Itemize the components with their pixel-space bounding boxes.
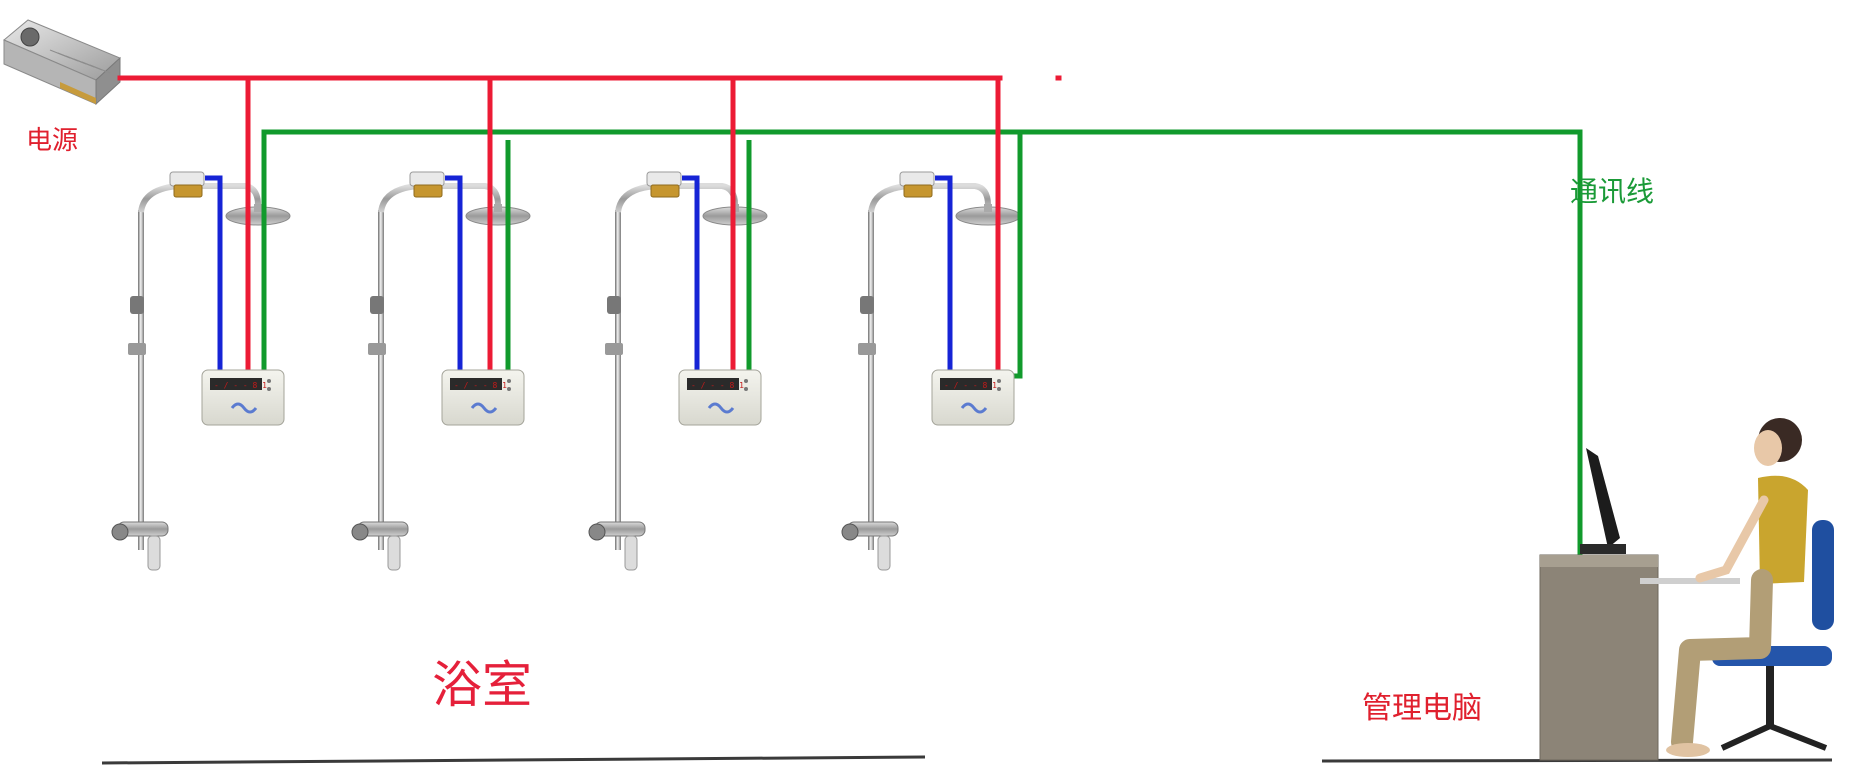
solenoid-valve	[409, 171, 445, 187]
meter-led	[267, 387, 271, 391]
bathroom-floor	[101, 755, 926, 765]
bathroom-label: 浴室	[432, 656, 532, 714]
psu-vent	[89, 64, 111, 74]
shower-unit: - / - - 8 1	[841, 78, 1023, 571]
keyboard-tray	[1640, 578, 1740, 584]
meter-screen	[210, 378, 262, 390]
shower-riser	[868, 210, 874, 550]
meter-led	[744, 387, 748, 391]
meter-screen	[450, 378, 502, 390]
control-wire	[935, 175, 953, 372]
chair-base	[1720, 722, 1828, 751]
meter-card-symbol	[470, 402, 498, 414]
meter-display: - / - - 8 1	[214, 381, 267, 390]
slide-bracket	[858, 343, 876, 355]
computer-monitor-icon	[1586, 448, 1620, 548]
slide-bracket	[368, 343, 386, 355]
meter-led	[744, 379, 748, 383]
shower-arm	[868, 183, 991, 213]
operator-arm	[1695, 495, 1769, 583]
psu-fan	[20, 27, 40, 47]
valve-body	[173, 184, 203, 198]
comm-line-label: 通讯线	[1570, 175, 1655, 208]
shower-neck	[254, 204, 262, 212]
power-supply-icon	[3, 19, 121, 106]
psu-side	[95, 56, 121, 106]
meter-led	[507, 387, 511, 391]
mixer-spout	[387, 535, 401, 571]
power-label: 电源	[26, 126, 79, 156]
chair-post	[1766, 666, 1774, 726]
comm-drop	[1012, 132, 1023, 379]
valve-body	[650, 184, 680, 198]
shower-riser	[615, 210, 621, 550]
wall-bracket	[607, 296, 621, 314]
shower-arm	[378, 183, 501, 213]
shower-neck	[984, 204, 992, 212]
control-wire	[445, 175, 463, 372]
shower-riser	[138, 210, 144, 550]
valve-body	[903, 184, 933, 198]
management-pc-label: 管理电脑	[1362, 691, 1482, 726]
shower-riser	[378, 210, 384, 550]
meter-card-symbol	[230, 402, 258, 414]
meter-led	[507, 379, 511, 383]
operator-face	[1754, 430, 1782, 466]
meter-led	[997, 379, 1001, 383]
shower-unit: - / - - 8 1	[111, 78, 291, 571]
shower-neck	[494, 204, 502, 212]
mixer-handle	[351, 523, 369, 541]
shower-unit: - / - - 8 1	[351, 78, 531, 571]
valve-body	[413, 184, 443, 198]
solenoid-valve	[169, 171, 205, 187]
mixer-spout	[877, 535, 891, 571]
solenoid-valve	[899, 171, 935, 187]
meter-screen	[940, 378, 992, 390]
meter-led	[997, 387, 1001, 391]
desk	[1539, 554, 1659, 761]
wiring-lines	[117, 75, 1583, 558]
mixer-handle	[841, 523, 859, 541]
control-wire	[682, 175, 700, 372]
meter-display: - / - - 8 1	[454, 381, 507, 390]
meter-display: - / - - 8 1	[944, 381, 997, 390]
wall-bracket	[370, 296, 384, 314]
desk-top	[1540, 555, 1658, 567]
mixer-handle	[588, 523, 606, 541]
meter-card-symbol	[707, 402, 735, 414]
meter-led	[267, 379, 271, 383]
mixer-spout	[624, 535, 638, 571]
mixer-handle	[111, 523, 129, 541]
mixer-spout	[147, 535, 161, 571]
chair-back	[1812, 520, 1834, 630]
control-wire	[205, 175, 223, 372]
shower-units: - / - - 8 1 - / - - 8 1 - / - - 8 1 - / - -…	[111, 78, 1023, 571]
shower-arm	[138, 183, 261, 213]
wall-bracket	[860, 296, 874, 314]
meter-screen	[687, 378, 739, 390]
management-workstation	[1539, 418, 1834, 761]
solenoid-valve	[646, 171, 682, 187]
wall-bracket	[130, 296, 144, 314]
slide-bracket	[128, 343, 146, 355]
operator-legs	[1671, 569, 1773, 753]
operator-foot	[1666, 743, 1710, 757]
meter-display: - / - - 8 1	[691, 381, 744, 390]
operator-torso	[1758, 475, 1808, 584]
slide-bracket	[605, 343, 623, 355]
shower-unit: - / - - 8 1	[588, 78, 768, 571]
monitor-stand	[1580, 544, 1626, 554]
psu-terminals	[60, 82, 96, 104]
meter-card-symbol	[960, 402, 988, 414]
